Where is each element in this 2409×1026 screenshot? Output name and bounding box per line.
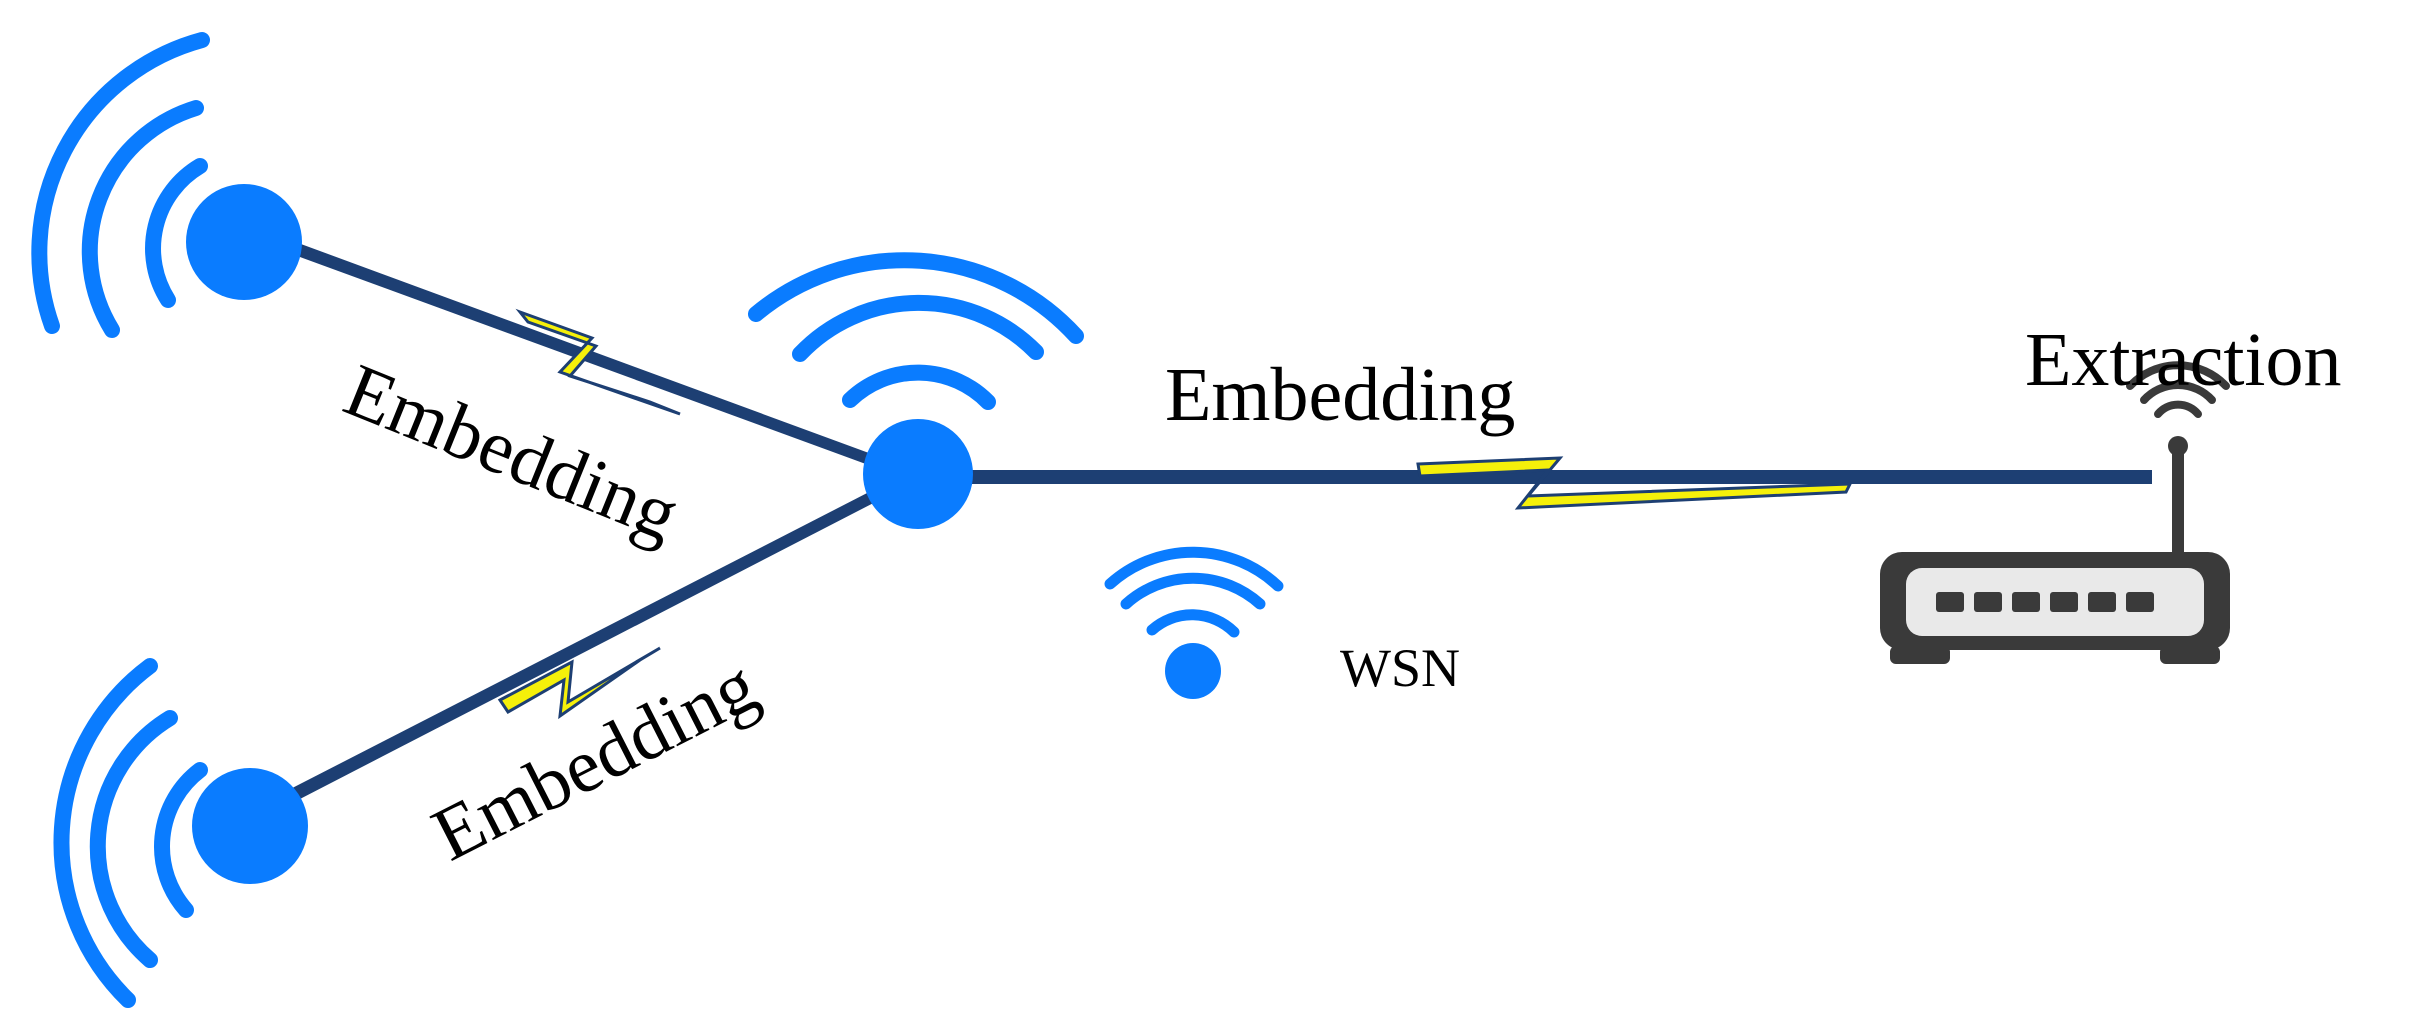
legend-wsn-label: WSN bbox=[1340, 638, 1460, 698]
sensor-node-top-left bbox=[31, 32, 302, 338]
embedding-label-right: Embedding bbox=[1165, 353, 1515, 437]
wifi-node-icon bbox=[192, 768, 308, 884]
signal-waves-icon bbox=[31, 32, 210, 338]
links bbox=[230, 226, 2152, 832]
signal-waves-icon bbox=[748, 252, 1084, 410]
router-ports bbox=[1936, 592, 2154, 612]
link-bottom-left-to-center bbox=[230, 470, 918, 832]
router: Extraction bbox=[1880, 318, 2342, 664]
lightning-top-left bbox=[515, 308, 681, 416]
link-center-right-band bbox=[915, 470, 2152, 484]
signal-waves-icon bbox=[1104, 546, 1284, 638]
wifi-node-icon bbox=[863, 419, 973, 529]
link-center-to-router bbox=[915, 456, 2152, 510]
embedding-label-bottom-left: Embedding bbox=[420, 643, 770, 877]
router-icon bbox=[1880, 361, 2230, 664]
signal-waves-icon bbox=[53, 658, 208, 1008]
legend-wsn: WSN bbox=[1104, 546, 1460, 699]
extraction-label: Extraction bbox=[2025, 318, 2342, 402]
wifi-node-icon bbox=[1165, 643, 1221, 699]
lightning-center-right bbox=[1416, 456, 1853, 510]
link-top-left-to-center bbox=[248, 226, 915, 482]
lightning-bottom-left bbox=[497, 646, 661, 720]
sensor-node-bottom-left bbox=[53, 658, 308, 1008]
wifi-node-icon bbox=[186, 184, 302, 300]
router-signal-icon bbox=[2126, 361, 2230, 418]
link-bottom-left-band bbox=[230, 470, 918, 832]
sensor-node-center bbox=[748, 252, 1084, 529]
